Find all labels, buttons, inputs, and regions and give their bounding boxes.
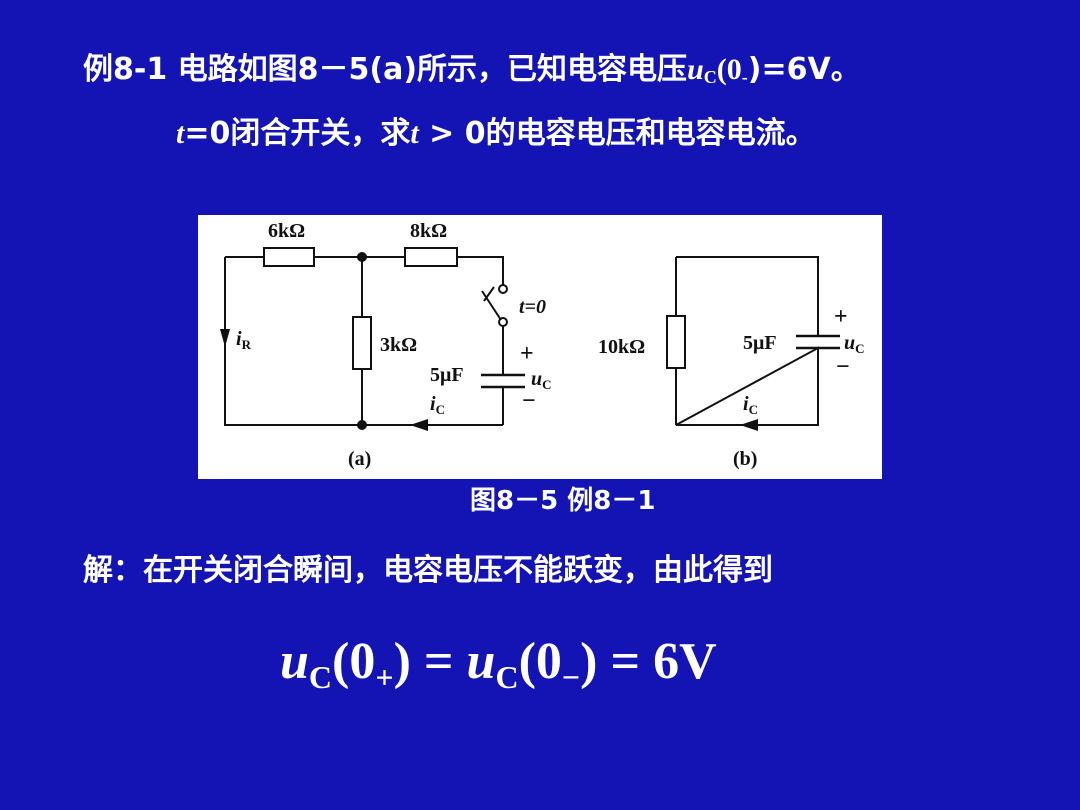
eq-mid1: ) = [393,633,467,690]
uc-subscript: C [703,67,717,87]
problem-line-2-part-2: > 0的电容电压和电容电流。 [418,116,816,151]
problem-line-2-part-1: =0闭合开关，求 [184,116,411,151]
eq-sub1: C [308,659,333,695]
label-a: (a) [348,448,371,470]
capacitor-a [481,373,525,389]
problem-line-2: t=0闭合开关，求t > 0的电容电压和电容电流。 [176,108,816,152]
label-6k: 6kΩ [268,220,305,242]
switch-contact-top [498,284,508,294]
label-8k: 8kΩ [410,220,447,242]
label-uc-b: uC [844,332,865,356]
label-switch-time: t=0 [519,296,546,318]
capacitor-b [796,334,840,350]
resistor-8k [404,247,458,267]
label-b: (b) [733,448,757,470]
eq-arg2: (0 [518,633,562,690]
ir-arrow [220,329,230,347]
problem-tail: )=6V。 [747,52,861,87]
eq-minus-sub: − [561,659,581,695]
eq-u2: u [466,633,496,690]
circuit-diagram: 6kΩ 8kΩ 3kΩ 5μF t=0 iR iC uC + − (a) 10k… [220,220,865,470]
label-3k: 3kΩ [380,334,417,356]
eq-u1: u [280,633,309,690]
solution-text: 解：在开关闭合瞬间，电容电压不能跃变，由此得到 [83,553,773,588]
junction-top-a [357,252,367,262]
resistor-6k [263,247,315,267]
problem-lead: 例8-1 电路如图8－5(a)所示，已知电容电压 [83,52,688,87]
label-ir: iR [236,328,252,352]
resistor-10k [666,315,686,369]
t-symbol-2: t [410,117,419,150]
resistor-3k [352,316,372,370]
t-symbol-1: t [176,117,185,150]
minus-b: − [836,354,850,380]
eq-sub2: C [495,659,519,695]
switch-blade [481,286,502,321]
label-ic-b: iC [743,393,758,417]
label-cap-a: 5μF [430,364,464,386]
label-cap-b: 5μF [743,332,777,354]
circuit-figure: 6kΩ 8kΩ 3kΩ 5μF t=0 iR iC uC + − (a) 10k… [198,215,882,479]
label-10k: 10kΩ [598,336,645,358]
minus-a: − [522,388,536,414]
left-bottom-wire-a [224,257,503,426]
uc-argument-subscript: - [741,67,748,87]
label-ic-a: iC [430,393,445,417]
problem-line-1: 例8-1 电路如图8－5(a)所示，已知电容电压uC(0-)=6V。 [83,44,861,88]
eq-result: ) = 6V [580,633,717,690]
figure-caption: 图8－5 例8－1 [470,486,656,516]
uc-argument: (0 [716,53,742,86]
eq-plus-sub: + [375,659,394,695]
plus-a: + [520,341,534,367]
label-uc-a: uC [531,368,552,392]
equation: uC(0+) = uC(0−) = 6V [280,632,717,696]
ic-arrow-b [740,419,758,431]
uc-symbol: u [687,53,704,86]
eq-arg1: (0 [332,633,376,690]
ic-arrow-a [410,419,428,431]
junction-bottom-a [357,420,367,430]
plus-b: + [834,304,848,330]
